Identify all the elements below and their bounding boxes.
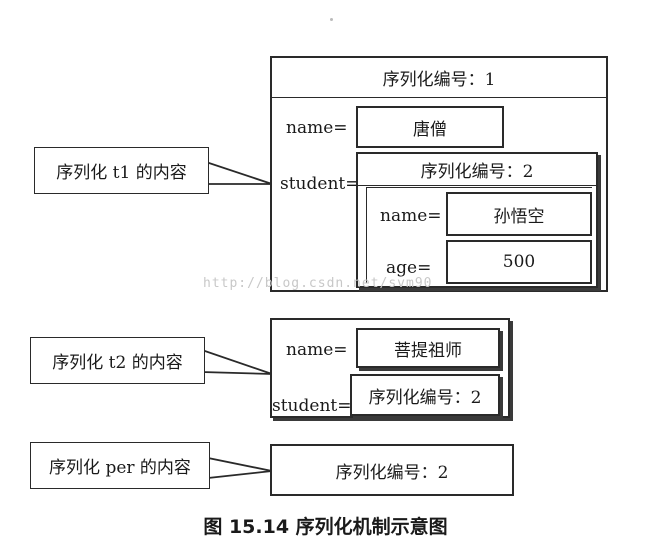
- t1-header: 序列化编号：1: [272, 58, 606, 98]
- per-ref: 序列化编号：2: [335, 462, 449, 483]
- t1-name-value: 唐僧: [413, 119, 447, 140]
- t1-name-label: name=: [286, 118, 348, 138]
- t1-student-name-value-box: 孙悟空: [446, 192, 592, 236]
- callout-per: 序列化 per 的内容: [30, 442, 210, 489]
- callout-per-pointer: [207, 456, 273, 480]
- t1-serial-number: 序列化编号：1: [382, 70, 496, 90]
- t1-student-age-label: age=: [386, 258, 432, 278]
- callout-t1-pointer: [205, 160, 273, 185]
- watermark: http://blog.csdn.net/svm90: [203, 276, 433, 291]
- t2-name-value: 菩提祖师: [394, 340, 462, 361]
- callout-t1-label: 序列化 t1 的内容: [56, 163, 187, 183]
- t2-student-ref-box: 序列化编号：2: [350, 374, 500, 416]
- callout-t2-pointer: [201, 348, 273, 375]
- callout-t2: 序列化 t2 的内容: [30, 337, 205, 384]
- callout-t2-label: 序列化 t2 的内容: [52, 353, 183, 373]
- t1-student-age-value: 500: [502, 252, 536, 272]
- t1-student-name-value: 孙悟空: [493, 206, 545, 227]
- t2-name-label: name=: [286, 340, 348, 360]
- t2-name-value-box: 菩提祖师: [356, 328, 500, 368]
- t1-student-header: 序列化编号：2: [358, 154, 596, 186]
- callout-t1: 序列化 t1 的内容: [34, 147, 209, 194]
- figure-caption: 图 15.14 序列化机制示意图: [203, 516, 448, 538]
- per-object-box: 序列化编号：2: [270, 444, 514, 496]
- t1-student-serial-number: 序列化编号：2: [420, 162, 534, 182]
- scan-speck: [330, 18, 333, 21]
- t1-student-label: student=: [280, 174, 360, 194]
- t1-student-body: [366, 187, 592, 283]
- t2-student-ref: 序列化编号：2: [368, 387, 482, 408]
- t1-student-name-label: name=: [380, 206, 442, 226]
- t2-student-label: student=: [272, 396, 352, 416]
- t1-student-age-value-box: 500: [446, 240, 592, 284]
- t1-name-value-box: 唐僧: [356, 106, 504, 148]
- callout-per-label: 序列化 per 的内容: [49, 458, 191, 478]
